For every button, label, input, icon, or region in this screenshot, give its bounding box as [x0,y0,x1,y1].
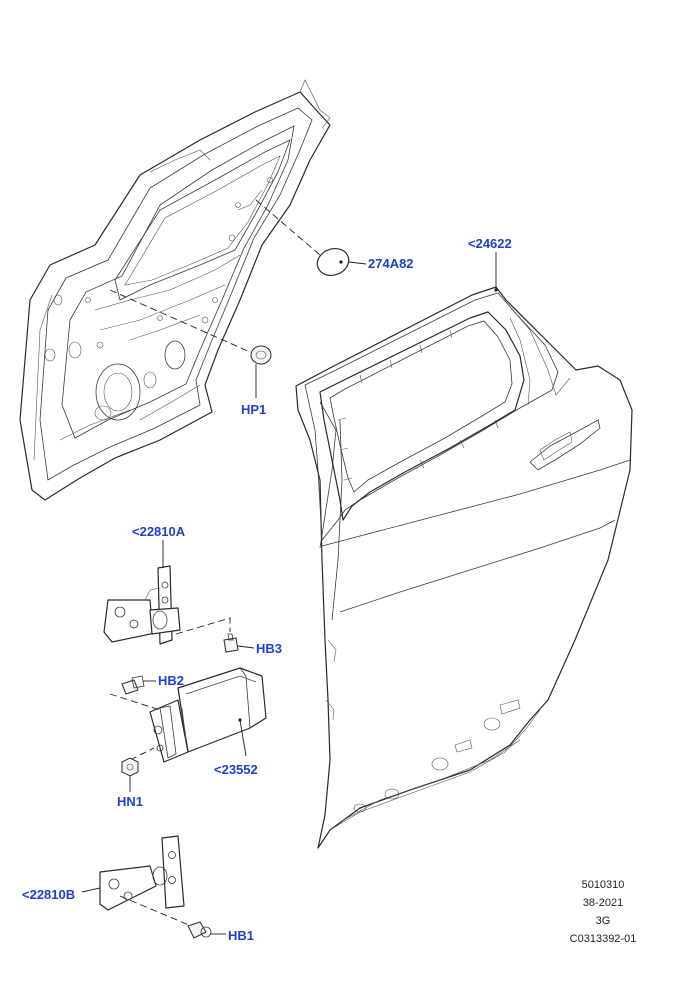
check-strap-23552 [149,667,267,763]
part-label-22810A[interactable]: <22810A [132,524,186,539]
leader-274A82 [348,261,367,265]
leader-HN1-dashed [129,747,155,761]
footer-line-1: 5010310 [581,879,625,891]
part-label-HN1[interactable]: HN1 [117,794,144,809]
bolt-HB2 [121,675,145,695]
footer-line-3: 3G [595,915,611,927]
leader-HP1-dashed [109,289,251,353]
lower-hinge-22810B [99,835,185,911]
nut-HN1 [121,757,139,777]
drawing-reference-block: 5010310 38-2021 3G C0313392-01 [548,876,658,948]
upper-hinge-22810A [103,565,181,645]
door-shell [295,286,633,849]
leader-274A82-dashed [255,199,321,256]
part-label-HB3[interactable]: HB3 [256,641,283,656]
part-label-22810B[interactable]: <22810B [22,887,76,902]
part-label-HP1[interactable]: HP1 [241,402,267,417]
leader-HB3 [237,645,255,649]
part-label-HB2[interactable]: HB2 [158,673,185,688]
leader-HB1-dashed [119,895,197,929]
part-label-HB1[interactable]: HB1 [228,928,255,943]
leader-HB3-dashed [175,617,231,635]
footer-line-2: 38-2021 [582,897,624,909]
bolt-HB1 [187,921,212,939]
part-label-274A82[interactable]: 274A82 [368,256,414,271]
leader-22810B [81,887,101,893]
bolt-HB3 [223,633,239,653]
part-label-24622[interactable]: <24622 [468,236,512,251]
part-label-23552[interactable]: <23552 [214,762,258,777]
door-inner-frame [19,79,331,501]
plug-HP1 [250,345,272,365]
leader-HB2-dashed [109,693,161,711]
leader-23552 [239,719,247,757]
grommet-274A82 [316,248,350,276]
footer-line-4: C0313392-01 [569,933,637,945]
